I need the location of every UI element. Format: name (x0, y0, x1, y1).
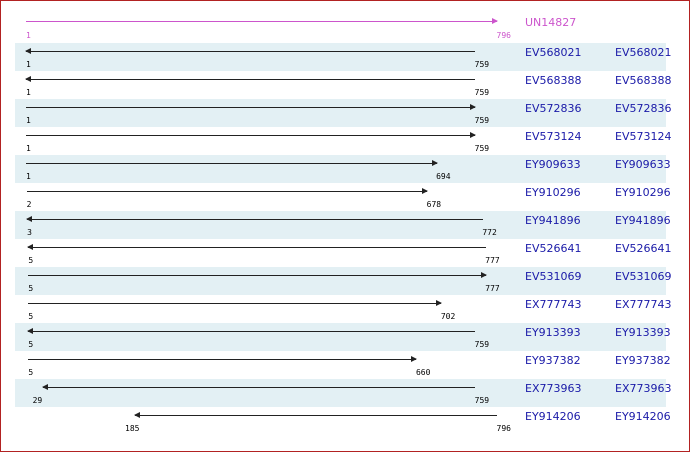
alignment-line (26, 135, 476, 136)
accession-link-secondary[interactable]: EY914206 (615, 410, 671, 423)
start-position-label: 3 (27, 228, 32, 237)
alignment-line (28, 359, 417, 360)
end-position-label: 777 (485, 256, 500, 265)
accession-link[interactable]: EX773963 (525, 382, 582, 395)
arrow-right-icon (470, 104, 477, 110)
accession-link-secondary[interactable]: EY913393 (615, 326, 671, 339)
reference-id-link[interactable]: UN14827 (525, 16, 577, 29)
reference-start-label: 1 (26, 31, 31, 40)
alignment-line (28, 275, 486, 276)
end-position-label: 772 (482, 228, 497, 237)
arrow-right-icon (436, 300, 443, 306)
alignment-line (28, 303, 442, 304)
start-position-label: 1 (26, 144, 31, 153)
accession-link-secondary[interactable]: EY909633 (615, 158, 671, 171)
end-position-label: 678 (426, 200, 442, 209)
accession-link[interactable]: EV531069 (525, 270, 582, 283)
end-position-label: 759 (474, 88, 490, 97)
row-background (15, 323, 666, 351)
accession-link[interactable]: EY910296 (525, 186, 581, 199)
accession-link[interactable]: EV568021 (525, 46, 582, 59)
end-position-label: 759 (474, 144, 490, 153)
alignment-line (26, 79, 476, 80)
accession-link[interactable]: EY937382 (525, 354, 581, 367)
accession-link[interactable]: EV573124 (525, 130, 582, 143)
reference-end-label: 796 (496, 31, 511, 40)
start-position-label: 5 (28, 340, 34, 349)
start-position-label: 1 (26, 116, 31, 125)
row-background (15, 43, 666, 71)
row-background (15, 211, 666, 239)
arrow-left-icon (41, 384, 48, 390)
arrow-right-icon (480, 272, 487, 278)
row-background (15, 99, 666, 127)
end-position-label: 660 (415, 368, 431, 377)
alignment-line (135, 415, 497, 416)
accession-link[interactable]: EV568388 (525, 74, 582, 87)
end-position-label: 759 (474, 396, 490, 405)
accession-link-secondary[interactable]: EX777743 (615, 298, 672, 311)
end-position-label: 759 (474, 60, 490, 69)
arrow-left-icon (26, 216, 33, 222)
accession-link-secondary[interactable]: EV573124 (615, 130, 672, 143)
accession-link-secondary[interactable]: EV526641 (615, 242, 672, 255)
accession-link-secondary[interactable]: EY941896 (615, 214, 671, 227)
accession-link[interactable]: EY941896 (525, 214, 581, 227)
alignment-line (26, 107, 476, 108)
arrow-left-icon (134, 412, 140, 418)
accession-link-secondary[interactable]: EV531069 (615, 270, 672, 283)
start-position-label: 1 (26, 88, 31, 97)
arrow-left-icon (25, 48, 31, 54)
accession-link[interactable]: EY913393 (525, 326, 581, 339)
end-position-label: 694 (436, 172, 451, 181)
accession-link-secondary[interactable]: EV572836 (615, 102, 672, 115)
accession-link-secondary[interactable]: EV568388 (615, 74, 672, 87)
alignment-line (28, 331, 476, 332)
accession-link[interactable]: EV526641 (525, 242, 582, 255)
reference-line (26, 21, 497, 22)
accession-link-secondary[interactable]: EY910296 (615, 186, 671, 199)
end-position-label: 702 (440, 312, 456, 321)
end-position-label: 759 (474, 116, 490, 125)
alignment-line (26, 163, 437, 164)
row-background (15, 267, 666, 295)
alignment-line (26, 51, 476, 52)
accession-link-secondary[interactable]: EV568021 (615, 46, 672, 59)
start-position-label: 185 (125, 424, 140, 433)
arrow-right-icon (411, 356, 418, 362)
accession-link[interactable]: EX777743 (525, 298, 582, 311)
arrow-right-icon (470, 132, 477, 138)
arrow-right-icon (431, 160, 438, 166)
arrow-left-icon (27, 244, 34, 250)
start-position-label: 5 (28, 284, 34, 293)
end-position-label: 796 (496, 424, 511, 433)
alignment-line (26, 191, 428, 192)
start-position-label: 29 (32, 396, 43, 405)
row-background (15, 155, 666, 183)
row-background (15, 379, 666, 407)
end-position-label: 759 (474, 340, 490, 349)
accession-link[interactable]: EV572836 (525, 102, 582, 115)
start-position-label: 1 (26, 60, 31, 69)
accession-link[interactable]: EY909633 (525, 158, 581, 171)
start-position-label: 5 (28, 256, 34, 265)
arrow-left-icon (27, 328, 34, 334)
alignment-line (28, 247, 486, 248)
reference-arrowhead (492, 18, 498, 24)
arrow-right-icon (422, 188, 429, 194)
end-position-label: 777 (485, 284, 500, 293)
accession-link-secondary[interactable]: EY937382 (615, 354, 671, 367)
alignment-line (27, 219, 483, 220)
start-position-label: 1 (26, 172, 31, 181)
start-position-label: 2 (26, 200, 32, 209)
accession-link[interactable]: EY914206 (525, 410, 581, 423)
alignment-line (42, 387, 476, 388)
start-position-label: 5 (28, 368, 34, 377)
arrow-left-icon (25, 76, 31, 82)
start-position-label: 5 (28, 312, 34, 321)
accession-link-secondary[interactable]: EX773963 (615, 382, 672, 395)
